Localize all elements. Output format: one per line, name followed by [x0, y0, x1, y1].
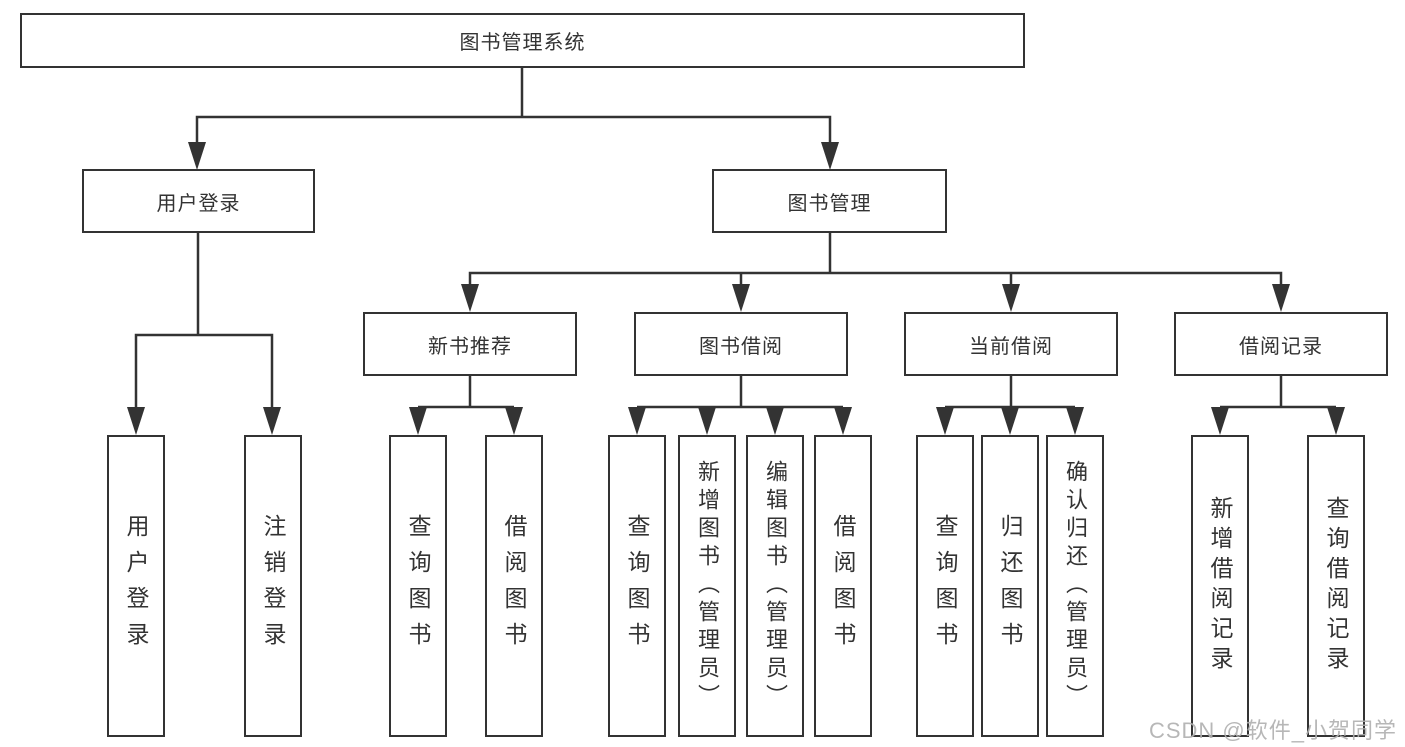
node-book-borrow: 图书借阅 — [634, 312, 848, 376]
node-user-login: 用户登录 — [82, 169, 315, 233]
leaf-add-borrow-record-label: 新增借阅记录 — [1207, 496, 1233, 676]
leaf-query-borrow-record-label: 查询借阅记录 — [1323, 496, 1349, 676]
node-current-borrow: 当前借阅 — [904, 312, 1118, 376]
leaf-query-borrow-record: 查询借阅记录 — [1307, 435, 1365, 737]
leaf-confirm-return-admin: 确认归还（管理员） — [1046, 435, 1104, 737]
leaf-borrow-books-recommend: 借阅图书 — [485, 435, 543, 737]
leaf-logout: 注销登录 — [244, 435, 302, 737]
leaf-query-books-borrow-label: 查询图书 — [624, 514, 650, 658]
leaf-query-books-recommend-label: 查询图书 — [405, 514, 431, 658]
leaf-edit-books-admin-label: 编辑图书（管理员） — [763, 460, 788, 712]
leaf-borrow-books: 借阅图书 — [814, 435, 872, 737]
leaf-confirm-return-admin-label: 确认归还（管理员） — [1063, 460, 1088, 712]
leaf-query-books-current-label: 查询图书 — [932, 514, 958, 658]
node-root: 图书管理系统 — [20, 13, 1025, 68]
node-borrow-records: 借阅记录 — [1174, 312, 1388, 376]
leaf-add-books-admin: 新增图书（管理员） — [678, 435, 736, 737]
node-user-login-label: 用户登录 — [156, 192, 241, 215]
node-current-borrow-label: 当前借阅 — [969, 335, 1053, 358]
arrowhead-icons — [127, 142, 1345, 435]
leaf-return-books: 归还图书 — [981, 435, 1039, 737]
leaf-query-books-borrow: 查询图书 — [608, 435, 666, 737]
node-borrow-records-label: 借阅记录 — [1239, 335, 1323, 358]
leaf-user-login: 用户登录 — [107, 435, 165, 737]
leaf-query-books-current: 查询图书 — [916, 435, 974, 737]
node-root-label: 图书管理系统 — [459, 32, 586, 54]
node-book-management-label: 图书管理 — [787, 192, 872, 215]
csdn-watermark: CSDN @软件_小贺同学 — [1148, 718, 1397, 743]
node-book-borrow-label: 图书借阅 — [699, 335, 783, 358]
node-new-book-recommend-label: 新书推荐 — [428, 335, 512, 358]
leaf-user-login-label: 用户登录 — [123, 514, 149, 658]
leaf-edit-books-admin: 编辑图书（管理员） — [746, 435, 804, 737]
leaf-borrow-books-label: 借阅图书 — [830, 514, 856, 658]
node-new-book-recommend: 新书推荐 — [363, 312, 577, 376]
leaf-logout-label: 注销登录 — [260, 514, 286, 658]
leaf-query-books-recommend: 查询图书 — [389, 435, 447, 737]
leaf-add-borrow-record: 新增借阅记录 — [1191, 435, 1249, 737]
leaf-add-books-admin-label: 新增图书（管理员） — [695, 460, 720, 712]
node-book-management: 图书管理 — [712, 169, 947, 233]
leaf-return-books-label: 归还图书 — [997, 514, 1023, 658]
leaf-borrow-books-recommend-label: 借阅图书 — [501, 514, 527, 658]
